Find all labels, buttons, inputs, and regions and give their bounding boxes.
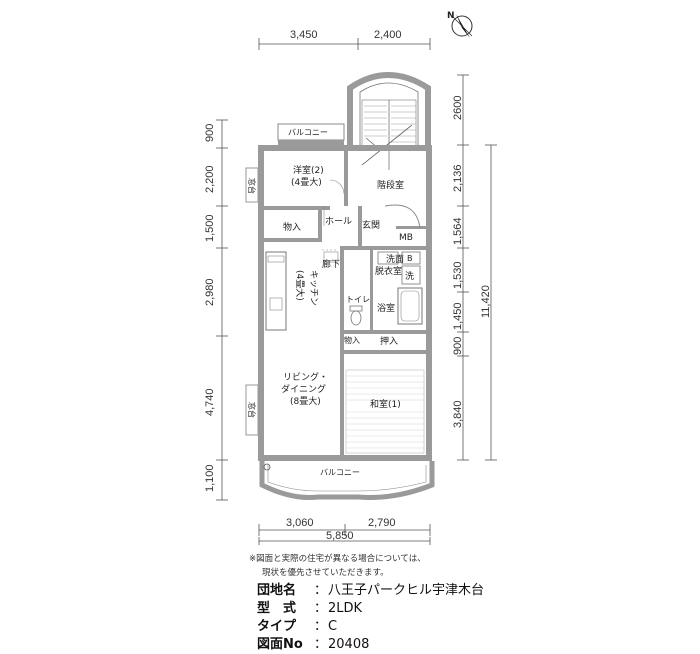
- info-label: 団地名: [257, 583, 297, 598]
- bottom-dimension: 3,060 2,790 5,850: [258, 517, 431, 545]
- disclaimer-note: ※図面と実際の住宅が異なる場合については、 現状を優先させていただきます。: [249, 552, 426, 580]
- western-room-label: 洋室(2): [293, 164, 324, 176]
- dim-bottom-1: 3,060: [286, 517, 314, 529]
- info-row-drawing-no: 図面No ： 20408: [257, 637, 370, 652]
- dim-left-1: 900: [204, 124, 216, 142]
- outer-walls: [245, 145, 432, 461]
- dim-right-4: 1,530: [452, 261, 464, 289]
- dim-bottom-2: 2,790: [368, 517, 396, 529]
- compass-arrow-icon: [456, 14, 470, 38]
- info-row-name: 団地名 ： 八王子パークヒル宇津木台: [257, 583, 485, 598]
- entrance-label: 玄関: [362, 219, 380, 231]
- interior-walls: [264, 151, 426, 455]
- dim-left-6: 1,100: [204, 464, 216, 492]
- washer-label: 洗: [405, 270, 414, 282]
- living-label-1: リビング・: [283, 371, 328, 383]
- note-line-1: ※図面と実際の住宅が異なる場合については、: [249, 554, 426, 564]
- info-label: 型 式: [257, 601, 297, 616]
- dim-left-5: 4,740: [204, 388, 216, 416]
- dim-top-1: 3,450: [290, 29, 318, 41]
- compass: N: [447, 11, 473, 38]
- window-sill-1-label: 窓台: [247, 178, 257, 194]
- washer-b-label: B: [407, 254, 413, 263]
- corridor-label: 廊下: [322, 258, 340, 270]
- dim-right-7: 3,840: [452, 400, 464, 428]
- western-room-size: (4畳大): [291, 176, 322, 188]
- dressing-label-2: 脱衣室: [375, 265, 402, 277]
- info-label: 図面No: [257, 637, 303, 652]
- note-line-2: 現状を優先させていただきます。: [262, 568, 389, 578]
- top-dimension: 3,450 2,400: [258, 29, 431, 50]
- hall-label: ホール: [325, 216, 352, 227]
- living-label-2: ダイニング: [281, 383, 326, 395]
- stair-hall-label: 階段室: [377, 179, 404, 191]
- closet-label: 押入: [380, 335, 398, 347]
- dim-left-2: 2,200: [204, 165, 216, 193]
- dim-right-5: 1,450: [452, 302, 464, 330]
- dim-bottom-total: 5,850: [326, 530, 354, 542]
- dim-left-4: 2,980: [204, 278, 216, 306]
- dim-right-3: 1,564: [452, 217, 464, 245]
- mb-label: MB: [399, 233, 413, 243]
- south-balcony: バルコニー: [259, 461, 435, 500]
- north-balcony: バルコニー: [277, 123, 345, 145]
- dim-right-1: 2600: [452, 96, 464, 120]
- info-label: タイプ: [257, 619, 297, 634]
- window-sill-2-label: 窓台: [247, 402, 257, 418]
- dim-left-3: 1,500: [204, 214, 216, 242]
- toilet-label: トイレ: [346, 295, 370, 304]
- info-value: C: [328, 619, 338, 634]
- info-row-variant: タイプ ： C: [257, 619, 338, 634]
- info-value: 20408: [328, 637, 370, 652]
- storage-1-label: 物入: [283, 221, 301, 233]
- bath-label: 浴室: [377, 302, 395, 314]
- stairwell: [347, 72, 431, 170]
- dim-right-total: 11,420: [480, 285, 492, 318]
- dressing-label-1: 洗面: [386, 253, 404, 265]
- dim-top-2: 2,400: [374, 29, 402, 41]
- south-balcony-label: バルコニー: [320, 468, 360, 477]
- property-info: 団地名 ： 八王子パークヒル宇津木台 型 式 ： 2LDK タイプ ： C 図面…: [257, 582, 484, 654]
- info-value: 2LDK: [328, 601, 363, 616]
- room-labels: 洋室(2) (4畳大) 物入 ホール 階段室 玄関 MB 廊下 キッチン (4畳…: [247, 164, 414, 418]
- right-dimension: 2600 2,136 1,564 1,530 1,450 900 3,840 1…: [452, 74, 497, 461]
- compass-north-label: N: [447, 11, 455, 21]
- living-size: (8畳大): [290, 395, 321, 407]
- floor-plan: N 3,450 2,400 900 2,200 1,500 2,980 4,74…: [204, 11, 497, 545]
- japanese-room-label: 和室(1): [370, 398, 401, 410]
- north-balcony-label: バルコニー: [288, 128, 328, 137]
- info-value: 八王子パークヒル宇津木台: [328, 583, 485, 598]
- fixtures: [265, 179, 425, 454]
- kitchen-size: (4畳大): [294, 270, 306, 301]
- kitchen-label: キッチン: [308, 270, 319, 306]
- left-dimension: 900 2,200 1,500 2,980 4,740 1,100: [204, 119, 228, 501]
- info-row-type: 型 式 ： 2LDK: [257, 601, 363, 616]
- dim-right-2: 2,136: [452, 164, 464, 192]
- dim-right-6: 900: [452, 337, 464, 355]
- storage-2-label: 物入: [344, 335, 360, 345]
